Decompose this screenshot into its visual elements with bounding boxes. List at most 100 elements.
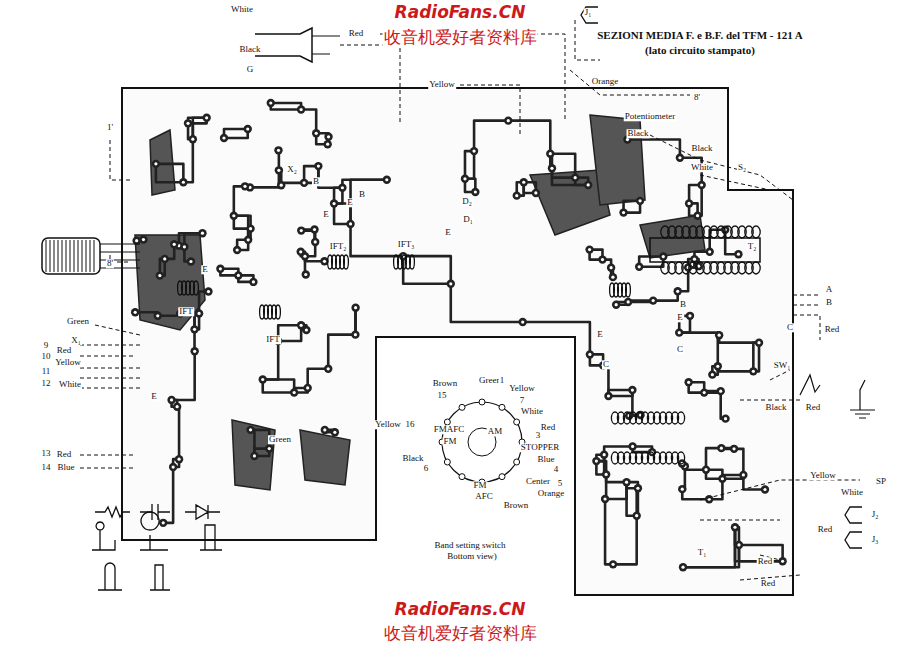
solder-pad	[675, 328, 683, 336]
print-label: White	[58, 380, 82, 389]
solder-pad	[267, 99, 275, 107]
solder-pad	[697, 181, 705, 189]
solder-pad	[755, 338, 763, 346]
solder-pad	[546, 150, 554, 158]
copper-trace	[351, 224, 404, 256]
print-label: Black	[627, 129, 650, 138]
solder-pad	[310, 225, 318, 233]
wire-lead	[110, 140, 130, 180]
wire-lead	[770, 370, 790, 380]
print-label: E	[346, 198, 354, 207]
print-label: Yellow	[508, 384, 536, 393]
solder-pad	[179, 178, 187, 186]
solder-pad	[601, 495, 609, 503]
solder-pad	[297, 321, 305, 329]
print-label: 4	[553, 465, 560, 474]
solder-pad	[351, 303, 359, 311]
solder-pad	[152, 160, 160, 168]
print-label: Red	[817, 525, 834, 534]
wire-lead	[570, 70, 690, 95]
copper-trace	[263, 380, 294, 393]
coil-symbol	[610, 283, 631, 297]
copper-trace	[719, 335, 759, 342]
solder-pad	[532, 189, 540, 197]
print-label: 13	[41, 449, 52, 458]
solder-pad	[351, 330, 359, 338]
print-label: 12	[41, 379, 52, 388]
copper-trace	[753, 343, 759, 372]
coax-connector	[42, 238, 140, 274]
transformer-core	[650, 238, 760, 262]
print-label: Band setting switch	[434, 541, 507, 550]
print-label: SP	[875, 477, 887, 486]
solder-pad	[184, 119, 192, 127]
copper-trace	[735, 527, 783, 561]
copper-trace	[234, 186, 245, 215]
print-label: B	[358, 190, 366, 199]
print-label: D₁	[462, 215, 474, 224]
solder-pad	[241, 182, 249, 190]
solder-pad	[311, 238, 319, 246]
copper-trace	[271, 103, 301, 110]
solder-pad	[302, 270, 310, 278]
copper-trace	[351, 180, 387, 224]
print-label: B	[679, 300, 687, 309]
solder-pad	[513, 191, 521, 199]
solder-pad	[634, 484, 642, 492]
wire-lead	[80, 356, 135, 357]
solder-pad	[585, 245, 593, 253]
print-label: 3	[535, 431, 542, 440]
solder-pad	[705, 248, 713, 256]
wire-lead	[460, 85, 520, 135]
copper-trace	[683, 527, 735, 567]
solder-pad	[274, 146, 282, 154]
watermark: 收音机爱好者资料库	[383, 625, 538, 643]
copper-trace	[753, 343, 759, 372]
copper-trace	[698, 185, 702, 216]
solder-pad	[156, 271, 164, 279]
copper-trace	[627, 140, 679, 158]
solder-pad	[705, 495, 713, 503]
print-label: Red	[348, 29, 365, 38]
solder-pad	[447, 280, 455, 288]
solder-pad	[520, 178, 528, 186]
coil-symbol	[661, 262, 760, 274]
print-label: Brown	[503, 501, 530, 510]
solder-pad	[234, 271, 242, 279]
coil-symbol	[611, 412, 684, 424]
solder-pad	[598, 255, 606, 263]
print-label: Potentiometer	[624, 112, 677, 121]
print-label: 9	[43, 341, 50, 350]
print-label: IFT	[265, 335, 281, 344]
solder-pad	[693, 211, 701, 219]
print-label: Orange	[591, 77, 620, 86]
copper-trace	[328, 335, 355, 369]
wire-lead	[793, 295, 820, 296]
print-label: IFT	[178, 307, 194, 316]
solder-pad	[338, 184, 346, 192]
solder-pad	[609, 560, 617, 568]
coil-symbol	[661, 226, 760, 238]
solder-pad	[678, 485, 686, 493]
print-label: Red	[56, 450, 73, 459]
wire-lead	[700, 480, 860, 500]
print-label: Orange	[537, 489, 566, 498]
wire-lead	[700, 520, 780, 521]
print-label: G	[246, 65, 255, 74]
print-label: Red	[805, 403, 822, 412]
print-label: J₂	[871, 510, 880, 519]
solder-pad	[346, 220, 354, 228]
solder-pad	[246, 224, 254, 232]
solder-pad	[721, 414, 729, 422]
print-label: Brown	[432, 379, 459, 388]
wire-lead	[95, 325, 140, 335]
solder-pad	[702, 466, 710, 474]
diagram-title: SEZIONI MEDIA F. e B.F. del TFM - 121 A	[597, 29, 803, 41]
print-label: FMAFC	[433, 425, 466, 434]
copper-area	[150, 130, 175, 195]
print-label: Center	[525, 477, 551, 486]
print-label: Black	[691, 144, 714, 153]
print-label: Green	[66, 317, 90, 326]
solder-pad	[734, 250, 742, 258]
print-label: E	[322, 210, 330, 219]
